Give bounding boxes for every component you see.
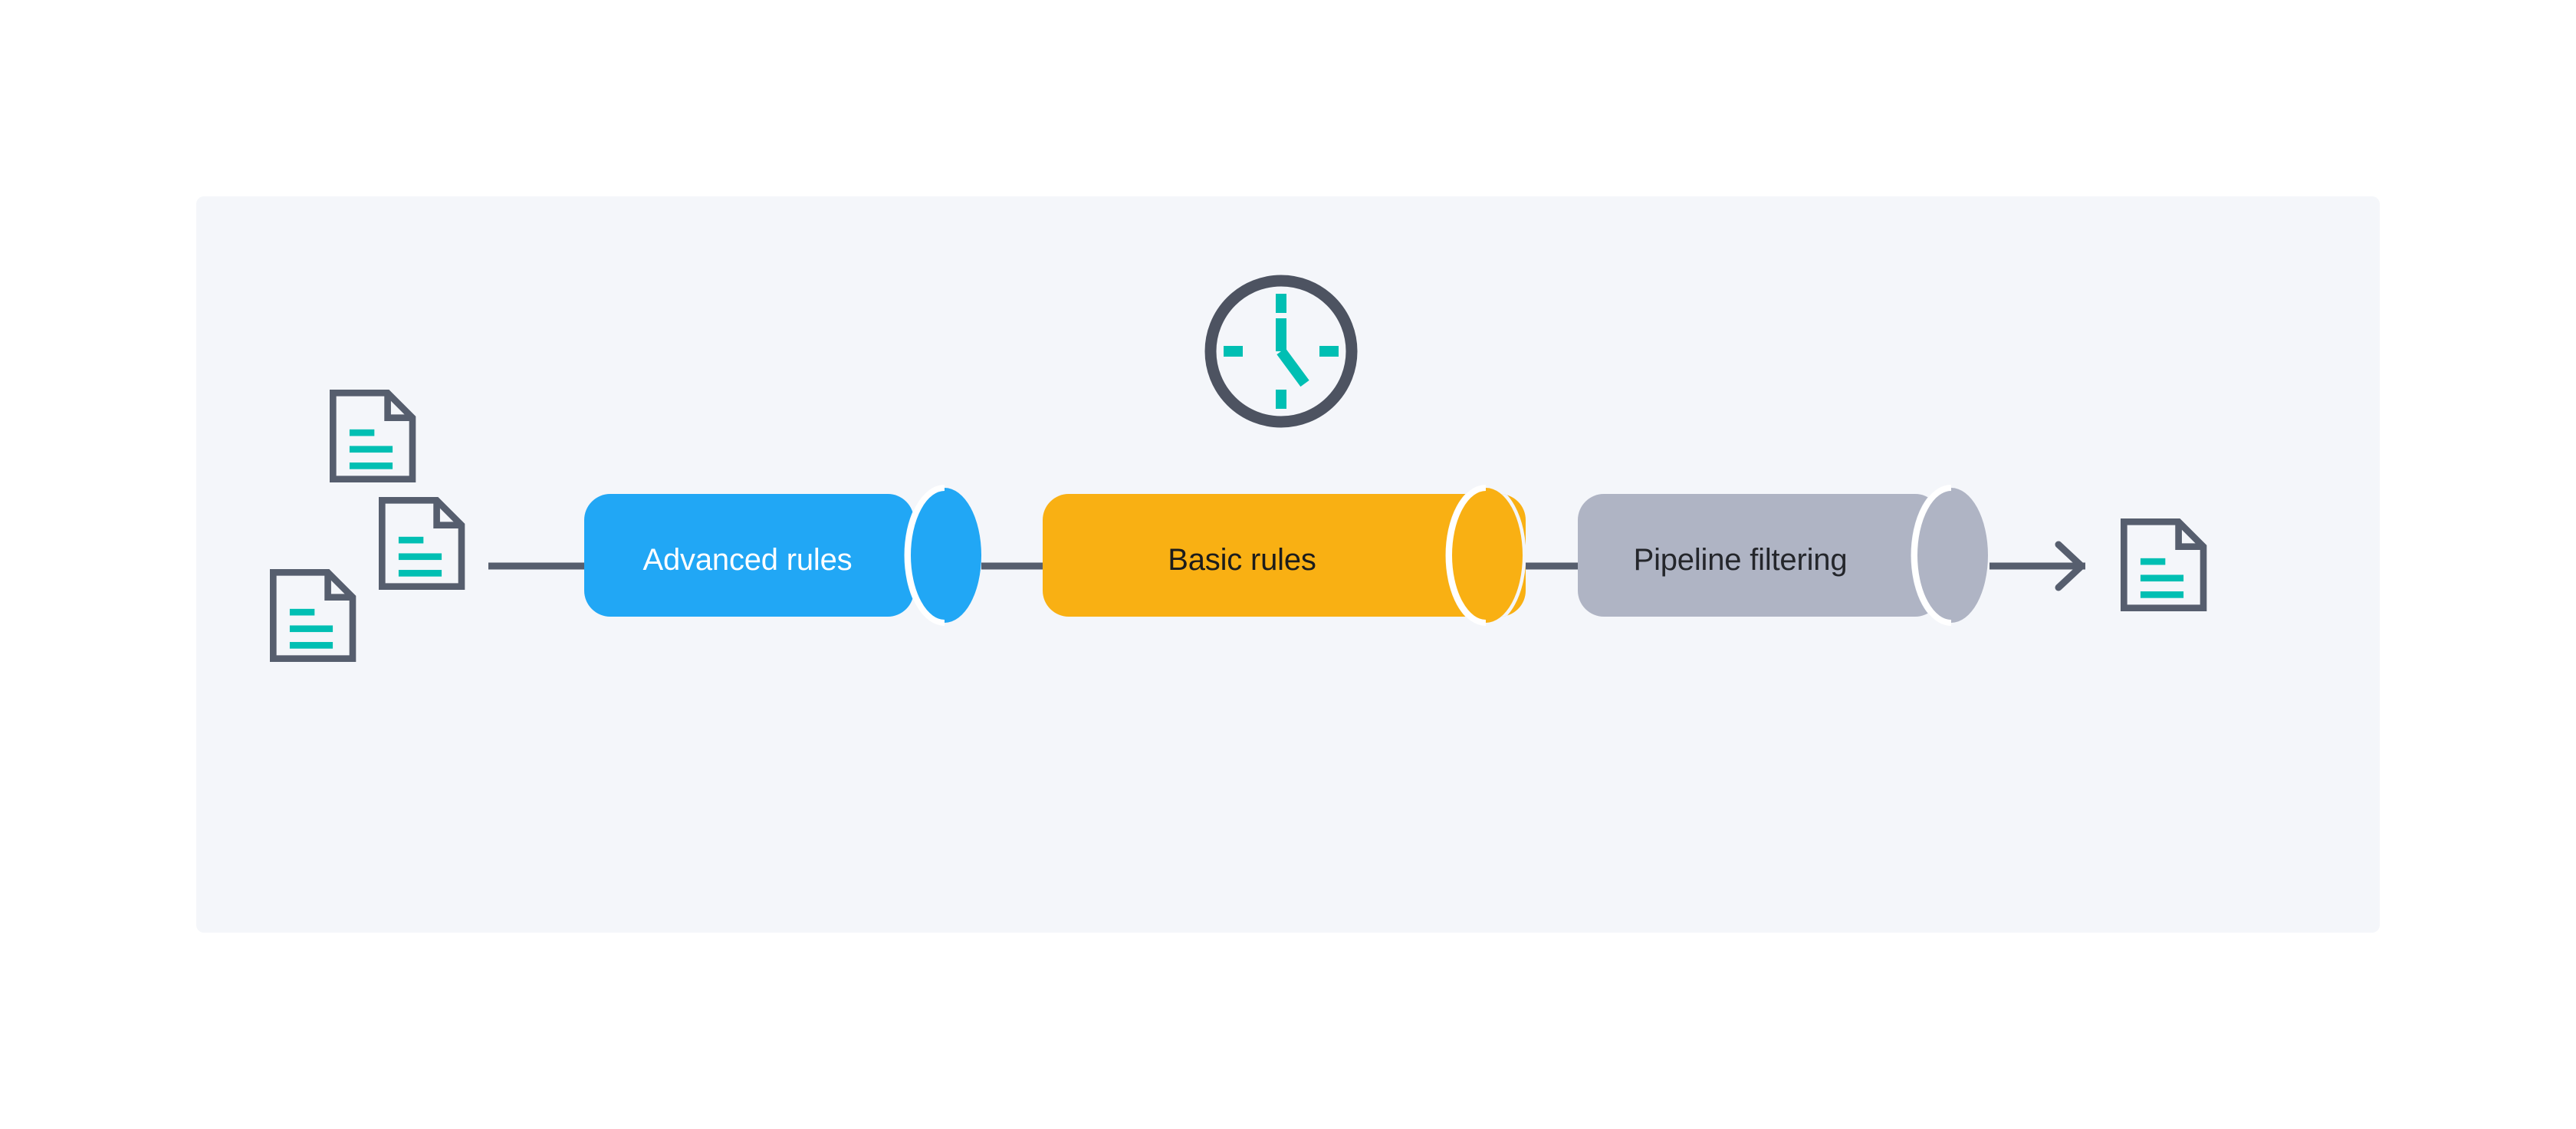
cylinder-end-cap (1914, 488, 1988, 623)
clock-icon (1204, 275, 1358, 428)
clock-tick-9 (1224, 346, 1243, 357)
document-line-3 (289, 642, 334, 649)
cylinder-body (584, 494, 914, 617)
document-fold (433, 500, 462, 529)
document-line-2 (349, 446, 393, 453)
document-line-3 (349, 462, 393, 469)
document-fold (324, 572, 353, 601)
arrowhead-icon (2055, 541, 2085, 591)
input-document-2-icon (379, 497, 465, 590)
cylinder-end-cap (1449, 488, 1523, 623)
document-line-2 (289, 625, 334, 633)
document-line-2 (2140, 574, 2184, 582)
clock-tick-3 (1319, 346, 1339, 357)
cylinder-seam-highlight (1446, 485, 1487, 626)
document-line-3 (398, 570, 442, 577)
document-fold (384, 393, 413, 422)
cylinder-body (1043, 494, 1526, 617)
document-fold (2175, 522, 2204, 551)
document-line-1 (289, 608, 315, 616)
clock-hand-minute (1276, 347, 1309, 387)
document-line-3 (2140, 591, 2184, 598)
clock-tick-6 (1276, 390, 1286, 409)
document-line-2 (398, 553, 442, 561)
cylinder-body (1578, 494, 1941, 617)
document-line-1 (349, 429, 375, 436)
cylinder-seam-highlight (905, 485, 945, 626)
node-pipeline-filtering[interactable] (1578, 485, 1988, 626)
input-document-1-icon (330, 390, 416, 482)
node-basic-rules[interactable] (1043, 485, 1526, 626)
cylinder-seam-highlight (1911, 485, 1952, 626)
document-line-1 (2140, 558, 2166, 565)
document-line-1 (398, 536, 424, 544)
clock-tick-12 (1276, 294, 1286, 313)
cylinder-end-cap (908, 488, 981, 623)
input-document-3-icon (270, 569, 356, 662)
output-document-icon (2121, 518, 2207, 611)
node-advanced-rules[interactable] (584, 485, 981, 626)
